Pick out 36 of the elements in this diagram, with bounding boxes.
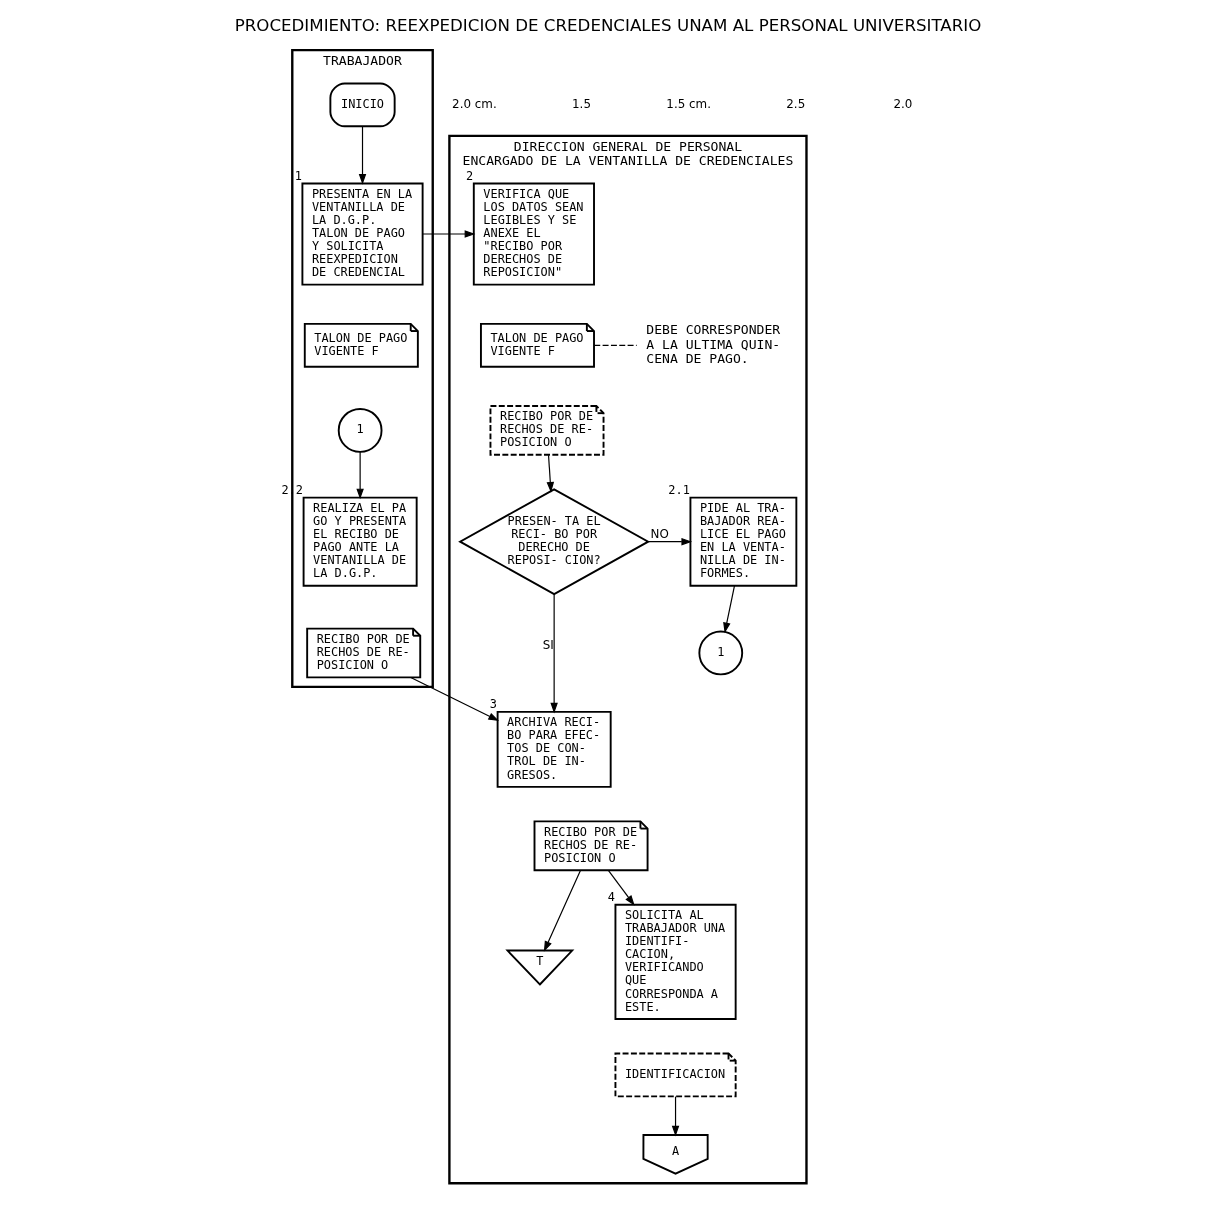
node-box: INICIO	[329, 82, 396, 128]
node-box: REALIZA EL PA GO Y PRESENTA EL RECIBO DE PAGO ANTE LA VENTANILLA DE LA D.G.P.	[302, 496, 418, 587]
edge-label: NO	[650, 527, 669, 542]
label: 2.0 cm.	[452, 96, 497, 111]
arrow	[358, 125, 367, 185]
node-label: 1	[294, 168, 302, 183]
arrow	[356, 451, 364, 500]
label: 2.0	[893, 96, 913, 111]
node-box: PIDE AL TRA- BAJADOR REA- LICE EL PAGO EN LA VENTA- NILLA DE IN- FORMES.	[689, 496, 798, 587]
node-label: 4	[607, 890, 615, 905]
arrow	[607, 869, 635, 906]
connector	[593, 344, 638, 346]
arrow	[647, 537, 693, 546]
node-box: VERIFICA QUE LOS DATOS SEAN LEGIBLES Y SE ANEXE EL "RECIBO POR DERECHOS DE REPOSICION"	[472, 182, 595, 286]
arrow	[546, 454, 555, 493]
arrow	[723, 585, 736, 634]
label: 1.5 cm.	[666, 96, 711, 111]
node-box: SOLICITA AL TRABAJADOR UNA IDENTIFI- CACION, VERIFICANDO QUE CORRESPONDA A ESTE.	[614, 903, 737, 1020]
diagram-title: PROCEDIMIENTO: REEXPEDICION DE CREDENCIALES UNAM AL PERSONAL UNIVERSITARIO	[234, 16, 982, 36]
node-label: 2.1	[668, 483, 690, 498]
arrow	[671, 1096, 680, 1137]
node-label: 3	[489, 697, 498, 712]
node-diamond: PRESEN- TA EL RECI- BO POR DERECHO DE REPOSI- CION?	[458, 488, 651, 596]
label: 2.5	[786, 96, 806, 111]
node-circle: 1	[337, 408, 383, 453]
arrow	[422, 230, 476, 238]
node-box: ARCHIVA RECI- BO PARA EFEC- TOS DE CON- TROL DE IN- GRESOS.	[496, 710, 612, 788]
arrow	[550, 593, 558, 714]
node-label: 2	[466, 168, 474, 183]
node-circle: 1	[698, 630, 744, 676]
arrow	[543, 869, 582, 952]
label: 1.5	[572, 96, 591, 111]
node-box: PRESENTA EN LA VENTANILLA DE LA D.G.P. TALON DE PAGO Y SOLICITA REEXPEDICION DE CREDENCIAL	[301, 182, 424, 286]
node-text: DEBE CORRESPONDER A LA ULTIMA QUIN- CENA DE PAGO.	[646, 322, 781, 366]
arrow	[410, 676, 500, 722]
edge-label: SI	[542, 638, 554, 653]
